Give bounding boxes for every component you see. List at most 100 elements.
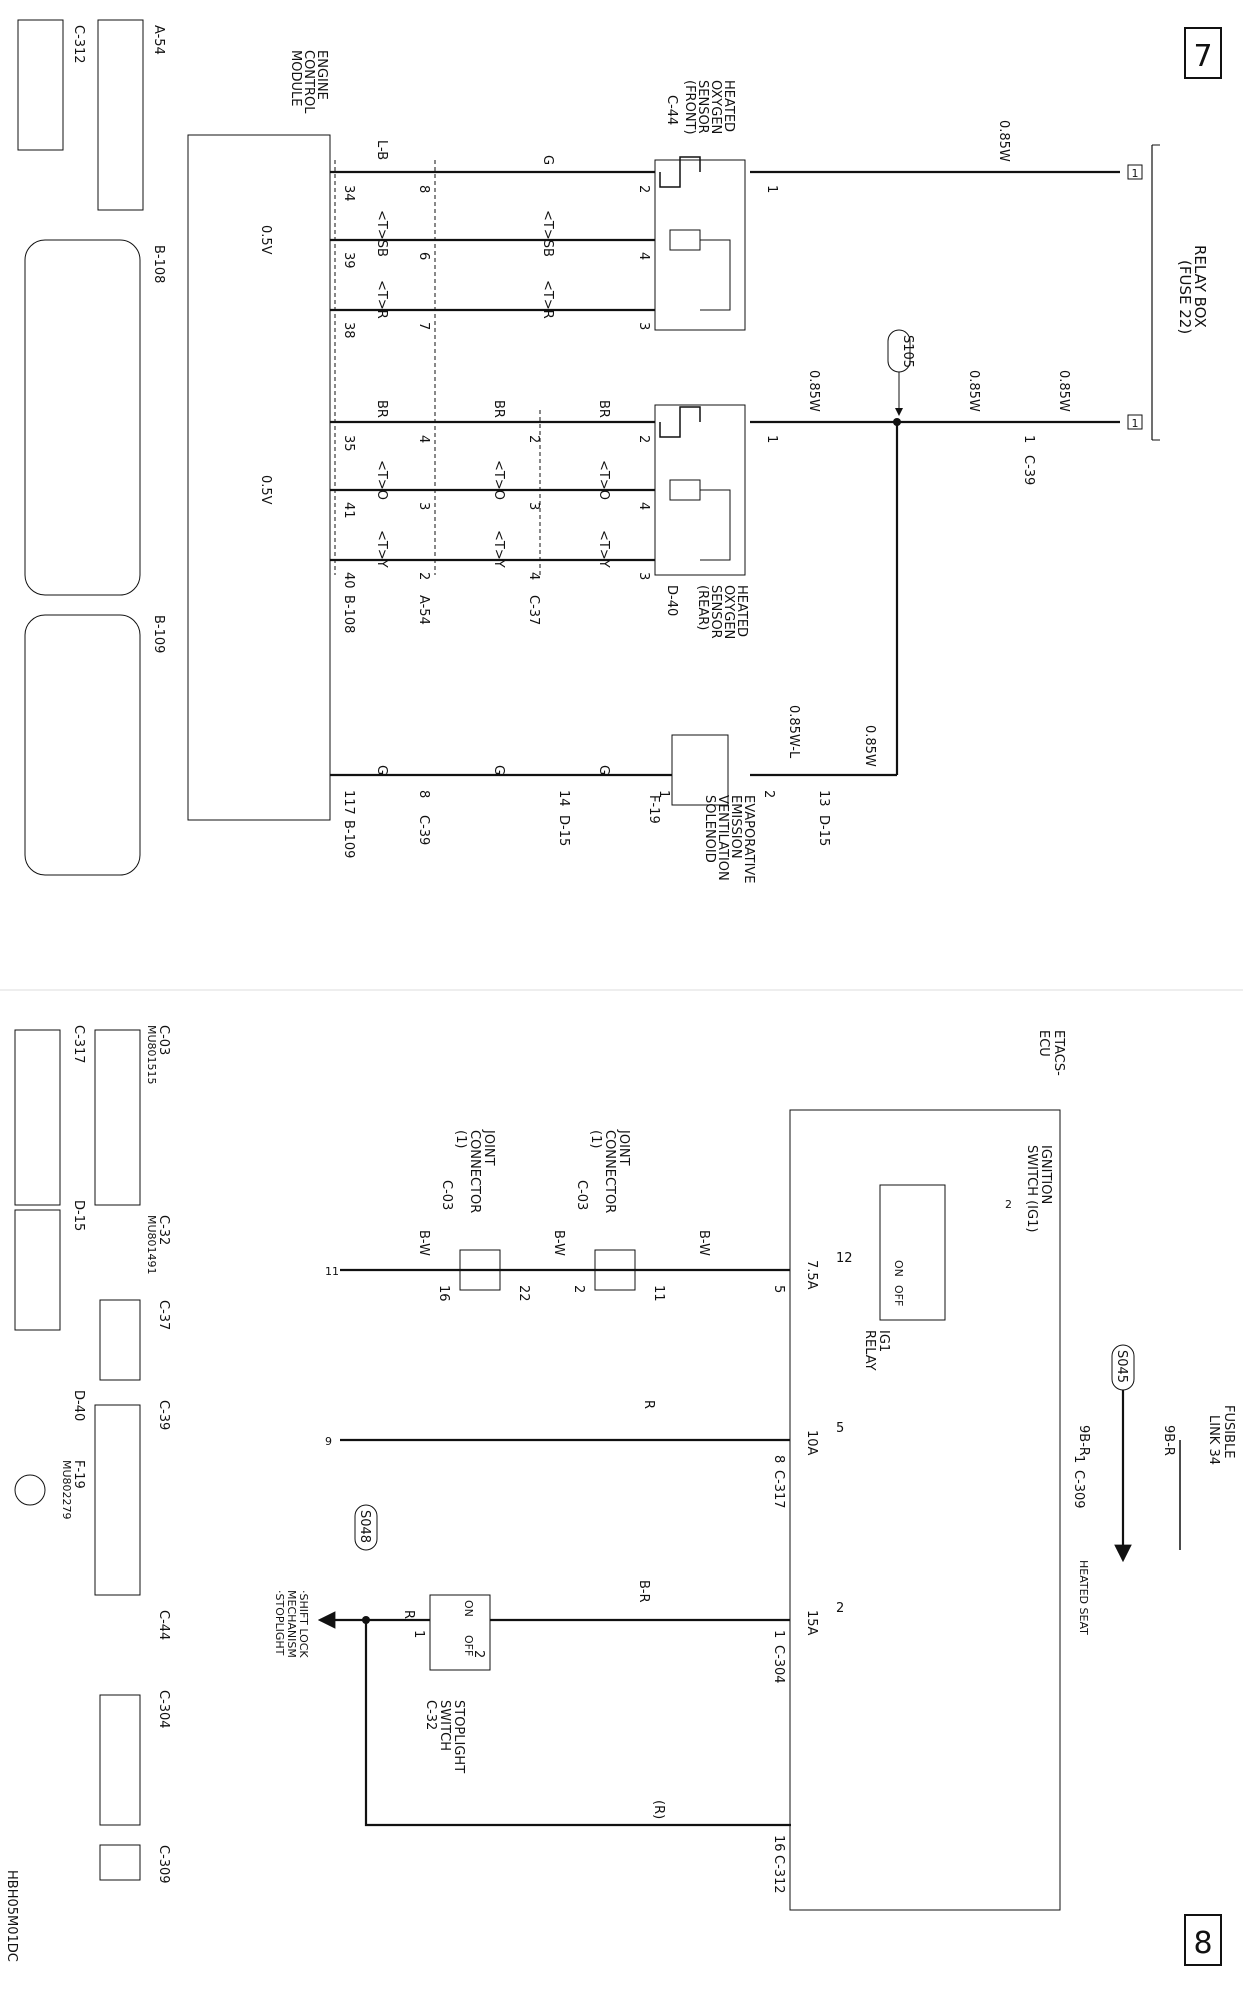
wire-lb: L-B bbox=[374, 140, 389, 160]
ignition-l1: IGNITION bbox=[1038, 1145, 1053, 1204]
evap-l2: EMISSION bbox=[728, 795, 743, 859]
wire-9br-1: 9B-R bbox=[1161, 1425, 1176, 1456]
etacs-ecu bbox=[789, 1109, 1061, 1911]
pin-8-c317: 8 bbox=[771, 1455, 786, 1463]
view-a54: A-54 bbox=[151, 25, 166, 55]
view-c317: C-317 bbox=[71, 1025, 86, 1064]
wire-r-2: <T>R bbox=[374, 280, 389, 319]
wire-y-1: <T>Y bbox=[596, 530, 611, 568]
wire-r-paren: (R) bbox=[651, 1800, 666, 1819]
splice-s048: S048 bbox=[357, 1510, 372, 1543]
wire-r2-label: R bbox=[401, 1610, 416, 1619]
pin-2: 2 bbox=[571, 1285, 586, 1293]
terminal-11: 11 bbox=[325, 1265, 339, 1278]
wire-g-3: G bbox=[491, 765, 506, 775]
pin-rear-2: 2 bbox=[636, 435, 651, 443]
pin-ecm-39: 39 bbox=[341, 252, 356, 269]
page-number-box-8 bbox=[1184, 1914, 1222, 1966]
fuse-2-amp: 15A bbox=[804, 1610, 819, 1636]
pin-front-4: 4 bbox=[636, 252, 651, 260]
fuse-12: 12 bbox=[836, 1251, 853, 1266]
wire-085w-l: 0.85W-L bbox=[786, 705, 801, 759]
tag-b109: B-109 bbox=[341, 820, 356, 858]
joint-connector-2 bbox=[459, 1249, 501, 1291]
stoplight-conn: C-32 bbox=[423, 1700, 438, 1730]
wire-sb-2: <T>SB bbox=[374, 210, 389, 257]
pin-front-3: 3 bbox=[636, 322, 651, 330]
pin-a54-4: 4 bbox=[416, 435, 431, 443]
view-d40: D-40 bbox=[71, 1390, 86, 1421]
pin-f19-2: 2 bbox=[761, 790, 776, 798]
pin-c39-8: 8 bbox=[416, 790, 431, 798]
shift-l1: ·SHIFT LOCK bbox=[297, 1590, 310, 1658]
tag-d15-a: D-15 bbox=[816, 815, 831, 846]
shield-lines bbox=[334, 160, 541, 575]
pin-c37-4: 4 bbox=[526, 572, 541, 580]
view-c309: C-309 bbox=[156, 1845, 171, 1884]
tag-d15-b: D-15 bbox=[556, 815, 571, 846]
pin-ecm-6: 6 bbox=[416, 252, 431, 260]
view-b108: B-108 bbox=[151, 245, 166, 283]
view-c304: C-304 bbox=[156, 1690, 171, 1729]
stoplight-off: OFF bbox=[462, 1635, 475, 1656]
fuse-5: 5 bbox=[836, 1421, 844, 1436]
wire-o-2: <T>O bbox=[491, 460, 506, 500]
o2-front-l2: OXYGEN bbox=[708, 80, 723, 134]
wire-o-3: <T>O bbox=[374, 460, 389, 500]
wire-sb-1: <T>SB bbox=[540, 210, 555, 257]
relay-box-label: RELAY BOX bbox=[1191, 245, 1209, 328]
splice-dot-s105 bbox=[893, 418, 901, 426]
shift-l3: ·STOPLIGHT bbox=[273, 1590, 286, 1656]
pin-front-1: 1 bbox=[764, 185, 779, 193]
fusible-l1: FUSIBLE bbox=[1221, 1405, 1236, 1458]
pin-ecm-8: 8 bbox=[416, 185, 431, 193]
pin-ecm-38: 38 bbox=[341, 322, 356, 339]
pin-a54-3: 3 bbox=[416, 502, 431, 510]
heated-seat-label: HEATED SEAT bbox=[1077, 1560, 1090, 1635]
tag-c317: C-317 bbox=[771, 1470, 786, 1509]
relay-box-fuse: (FUSE 22) bbox=[1176, 260, 1194, 334]
tag-c304: C-304 bbox=[771, 1645, 786, 1684]
ecm-l1: ENGINE bbox=[314, 50, 329, 100]
tag-a54: A-54 bbox=[416, 595, 431, 625]
jc1-l1: JOINT bbox=[616, 1129, 631, 1166]
etacs-l2: ECU bbox=[1036, 1030, 1051, 1057]
page-number-7: 7 bbox=[1193, 39, 1212, 74]
wire-9br-2: 9B-R bbox=[1076, 1425, 1091, 1456]
o2-front-conn: C-44 bbox=[664, 95, 679, 125]
wire-bw-1: B-W bbox=[696, 1230, 711, 1256]
pin-16-c312: 16 bbox=[771, 1835, 786, 1852]
pin-22: 22 bbox=[516, 1285, 531, 1302]
ig1-relay-l1: IG1 bbox=[876, 1330, 891, 1352]
tag-c39-b: C-39 bbox=[416, 815, 431, 845]
ecm-l3: MODULE bbox=[288, 50, 303, 106]
view-c37: C-37 bbox=[156, 1300, 171, 1330]
wire-br-3: BR bbox=[374, 400, 389, 418]
pin-ecm-35: 35 bbox=[341, 435, 356, 452]
view-b109: B-109 bbox=[151, 615, 166, 653]
wire-br-1: BR bbox=[596, 400, 611, 418]
evap-l3: VENTILATION bbox=[715, 795, 730, 881]
stoplight-switch bbox=[429, 1594, 491, 1671]
stoplight-on: ON bbox=[462, 1600, 475, 1617]
jc1-l2: CONNECTOR bbox=[602, 1130, 617, 1213]
evap-l4: SOLENOID bbox=[702, 795, 717, 863]
etacs-l1: ETACS- bbox=[1051, 1030, 1066, 1076]
stoplight-p1: 1 bbox=[411, 1630, 426, 1638]
ig1-off: OFF bbox=[892, 1285, 905, 1306]
tag-c39: C-39 bbox=[1021, 455, 1036, 485]
wire-g-2: G bbox=[596, 765, 611, 775]
wire-br-label: B-R bbox=[636, 1580, 651, 1603]
ignition-l2: SWITCH (IG1) bbox=[1024, 1145, 1039, 1232]
o2-rear-l2: OXYGEN bbox=[721, 585, 736, 639]
conn-view-c312 bbox=[17, 19, 64, 151]
ignition-terminal: 2 bbox=[1005, 1198, 1012, 1211]
pin-ecm-34: 34 bbox=[341, 185, 356, 202]
o2-front-l3: SENSOR bbox=[695, 80, 710, 134]
pin-d15-13: 13 bbox=[816, 790, 831, 807]
wire-r-1: <T>R bbox=[540, 280, 555, 319]
pin-16: 16 bbox=[436, 1285, 451, 1302]
wire-085w-e: 0.85W bbox=[862, 725, 877, 767]
fuse-2: 2 bbox=[836, 1601, 844, 1616]
